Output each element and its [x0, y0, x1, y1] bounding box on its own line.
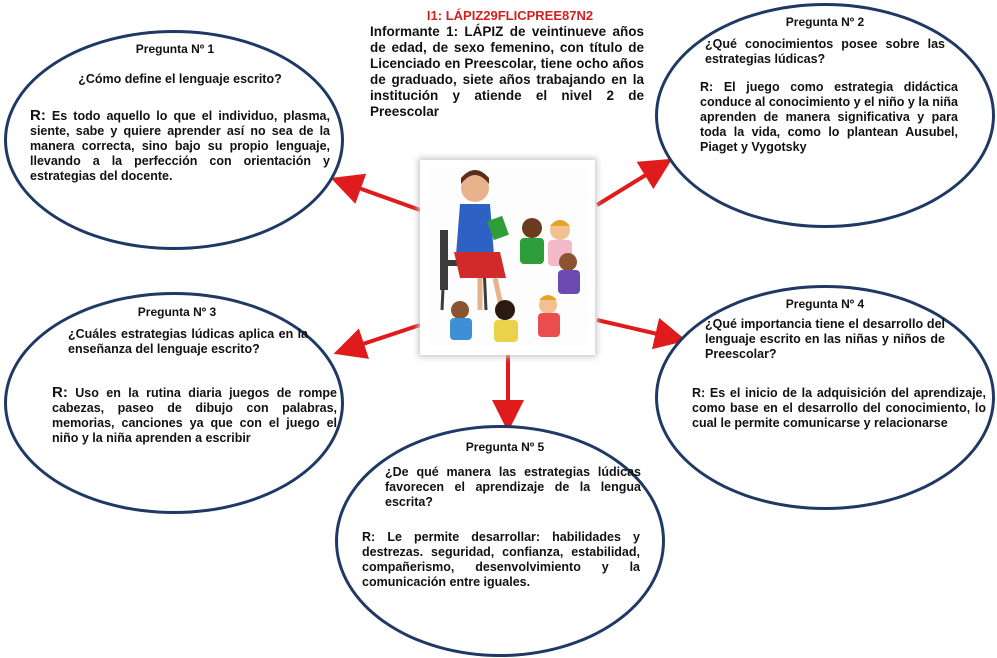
answer-text: Le permite desarrollar: habilidades y de…	[362, 530, 640, 589]
answer-text: Uso en la rutina diaria juegos de rompe …	[52, 386, 337, 445]
pregunta-4-ellipse	[655, 285, 995, 510]
pregunta-3-ellipse	[4, 292, 344, 514]
answer-prefix: R:	[700, 80, 714, 94]
pregunta-3-answer: R: Uso en la rutina diaria juegos de rom…	[52, 385, 337, 446]
pregunta-5-question: ¿De qué manera las estrategias lúdicas f…	[385, 465, 641, 509]
arrow-to-pregunta-4	[596, 317, 687, 350]
pregunta-2-ellipse	[655, 3, 995, 228]
pregunta-3-title: Pregunta Nº 3	[137, 305, 217, 319]
pregunta-2-answer: R: El juego como estrategia didáctica co…	[700, 80, 958, 155]
arrow-to-pregunta-1	[330, 173, 421, 212]
answer-text: Es el inicio de la adquisición del apren…	[692, 386, 986, 430]
pregunta-3-question: ¿Cuáles estrategias lúdicas aplica en la…	[68, 327, 308, 356]
pregunta-1-ellipse	[4, 30, 344, 250]
pregunta-5-title: Pregunta Nº 5	[465, 440, 545, 454]
pregunta-2-question: ¿Qué conocimientos posee sobre las estra…	[705, 37, 945, 66]
informant-code: I1: LÁPIZ29FLICPREE87N2	[426, 8, 594, 23]
answer-text: Es todo aquello lo que el individuo, pla…	[30, 109, 330, 183]
pregunta-5-answer: R: Le permite desarrollar: habilidades y…	[362, 530, 640, 590]
pregunta-2-title: Pregunta Nº 2	[785, 15, 865, 29]
answer-prefix: R:	[692, 386, 706, 400]
answer-prefix: R:	[362, 530, 376, 544]
pregunta-5-ellipse	[335, 425, 665, 657]
pregunta-4-title: Pregunta Nº 4	[785, 297, 865, 311]
pregunta-1-answer: R: Es todo aquello lo que el individuo, …	[30, 108, 330, 184]
pregunta-4-question: ¿Qué importancia tiene el desarrollo del…	[705, 317, 945, 361]
teacher-reading-illustration	[420, 160, 595, 355]
pregunta-4-answer: R: Es el inicio de la adquisición del ap…	[692, 386, 986, 431]
answer-prefix: R:	[30, 107, 46, 124]
answer-prefix: R:	[52, 384, 68, 401]
answer-text: El juego como estrategia didáctica condu…	[700, 80, 958, 154]
arrow-to-pregunta-3	[333, 323, 421, 359]
pregunta-1-title: Pregunta Nº 1	[135, 42, 215, 56]
arrow-to-pregunta-2	[595, 158, 673, 207]
pregunta-1-question: ¿Cómo define el lenguaje escrito?	[78, 72, 282, 86]
informant-description: Informante 1: LÁPIZ de veintinueve años …	[370, 24, 644, 119]
